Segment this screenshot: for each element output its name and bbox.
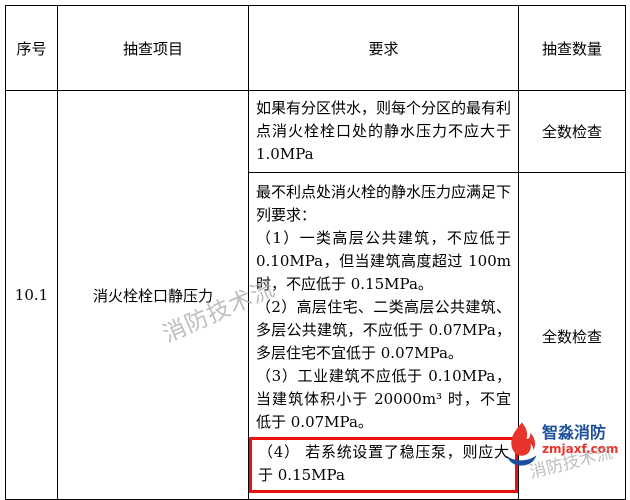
table-row-requirement-1: 10.1 消火栓栓口静压力 如果有分区供水，则每个分区的最有利点消火栓栓口处的静… [5, 90, 626, 500]
header-inspection-item: 抽查项目 [57, 5, 249, 91]
header-serial-number: 序号 [5, 5, 58, 91]
cell-quantity-2: 全数检查 [518, 172, 626, 500]
requirement-2-item-3: （3）工业建筑不应低于 0.10MPa，当建筑体积小于 20000m³ 时，不宜… [256, 367, 511, 431]
requirement-2-item-1: （1）一类高层公共建筑，不应低于 0.10MPa，但当建筑高度超过 100m 时… [256, 229, 511, 293]
flame-logo-icon [503, 421, 539, 467]
brand-url: zmjaxf.com [542, 442, 619, 456]
header-requirement: 要求 [248, 5, 519, 91]
cell-requirement-2: 最不利点处消火栓的静水压力应满足下列要求： （1）一类高层公共建筑，不应低于 0… [248, 172, 519, 500]
requirement-2-intro: 最不利点处消火栓的静水压力应满足下列要求： [256, 183, 512, 224]
requirement-2-item-2: （2）高层住宅、二类高层公共建筑、多层公共建筑，不应低于 0.07MPa，多层住… [256, 298, 511, 362]
cell-quantity-1: 全数检查 [518, 90, 626, 173]
brand-logo: 智淼消防 zmjaxf.com [503, 421, 618, 467]
brand-text-block: 智淼消防 zmjaxf.com [542, 421, 618, 457]
document-page: 序号 抽查项目 要求 抽查数量 10.1 消火栓栓口静压力 如果有分区供水，则每… [5, 5, 626, 500]
highlighted-requirement-box: （4） 若系统设置了稳压泵，则应大于 0.15MPa [249, 437, 518, 493]
table-header-row: 序号 抽查项目 要求 抽查数量 [5, 5, 626, 91]
brand-name: 智淼消防 [542, 423, 607, 442]
cell-serial-number: 10.1 [5, 90, 58, 500]
header-quantity: 抽查数量 [518, 5, 626, 91]
inspection-table: 序号 抽查项目 要求 抽查数量 10.1 消火栓栓口静压力 如果有分区供水，则每… [5, 5, 626, 500]
cell-requirement-1: 如果有分区供水，则每个分区的最有利点消火栓栓口处的静水压力不应大于 1.0MPa [248, 90, 519, 173]
requirement-2-item-4: （4） 若系统设置了稳压泵，则应大于 0.15MPa [258, 443, 509, 484]
cell-inspection-item: 消火栓栓口静压力 [57, 90, 249, 500]
